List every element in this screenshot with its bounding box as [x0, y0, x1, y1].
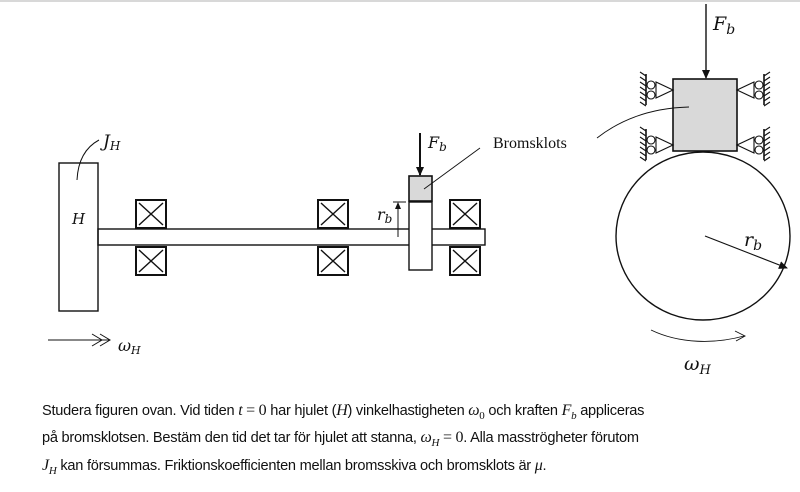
support-right-top: [735, 71, 771, 107]
inertia-label: J: [100, 132, 111, 152]
svg-text:rb: rb: [377, 205, 392, 226]
svg-text:ωH: ωH: [684, 353, 712, 378]
text-line-2: på bromsklotsen. Bestäm den tid det tar …: [42, 429, 639, 450]
inertia-leader: [76, 139, 100, 181]
force-label-right: F: [712, 13, 727, 35]
radius-label-right: r: [744, 229, 755, 251]
svg-text:JH: JH: [100, 132, 121, 153]
omega-label-right: ω: [684, 353, 700, 375]
figure: JH H Fb rb Bromsklots ωH: [48, 4, 791, 378]
bearing-2: [317, 199, 349, 276]
svg-text:rb: rb: [744, 229, 762, 254]
roller-supports: [639, 71, 771, 162]
svg-text:Fb: Fb: [712, 13, 735, 38]
top-border: [0, 0, 800, 2]
radius-arrow-right: [704, 235, 788, 269]
brake-leader-right: [596, 106, 690, 139]
brake-block: [408, 175, 433, 202]
omega-arrow: [48, 333, 111, 347]
svg-text:ωH: ωH: [118, 336, 141, 357]
omega-arc-arrowhead: [734, 330, 746, 342]
shaft: [97, 228, 486, 246]
brake-label: Bromsklots: [493, 135, 567, 152]
support-right-bottom: [735, 126, 771, 162]
radius-label: r: [377, 205, 386, 224]
bearing-1: [135, 199, 167, 276]
force-label: F: [427, 133, 440, 152]
brake-wheel: [615, 151, 791, 321]
flywheel: [58, 162, 99, 312]
brake-block-right: [672, 78, 738, 152]
support-left-top: [639, 71, 675, 107]
front-view: Fb: [596, 4, 791, 378]
problem-text: Studera figuren ovan. Vid tiden t = 0 ha…: [42, 400, 792, 482]
text-line-3: JH kan försummas. Friktionskoefficienten…: [42, 456, 547, 477]
support-left-bottom: [639, 126, 675, 162]
text-line-1: Studera figuren ovan. Vid tiden t = 0 ha…: [42, 402, 645, 422]
brake-disc: [408, 201, 433, 271]
omega-label: ω: [118, 336, 131, 355]
bearing-3: [449, 199, 481, 276]
brake-leader: [423, 147, 481, 190]
wheel-label: H: [71, 210, 86, 228]
omega-arc-arrow: [650, 329, 745, 342]
side-view: JH H Fb rb Bromsklots ωH: [48, 132, 567, 357]
svg-text:Fb: Fb: [427, 133, 447, 154]
